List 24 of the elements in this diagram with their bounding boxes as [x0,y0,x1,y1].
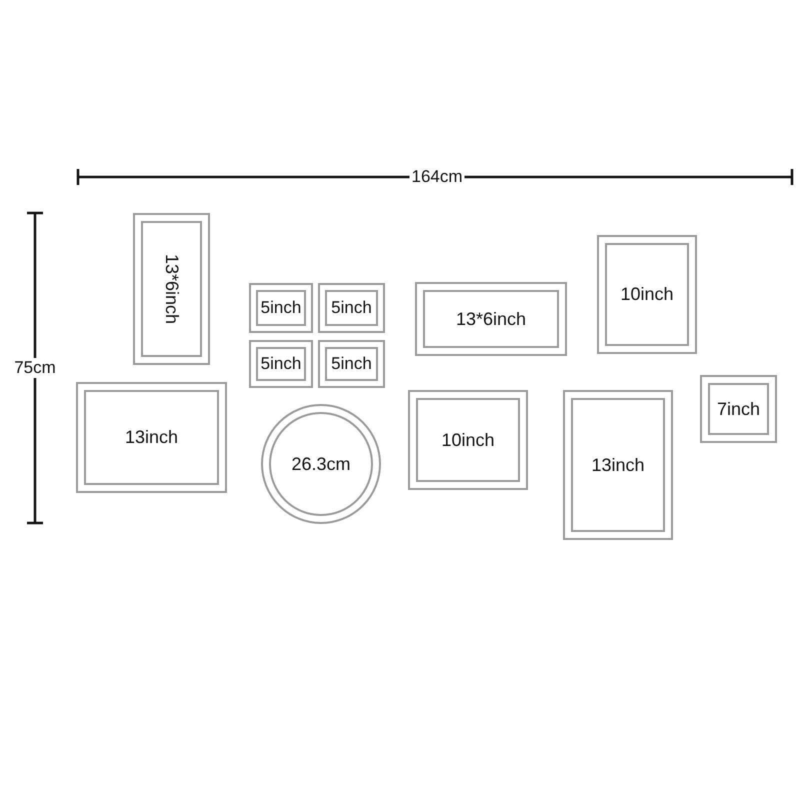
size-label: 5inch [331,354,372,374]
picture-frame [249,340,313,388]
size-label: 5inch [260,354,302,374]
picture-frame [318,283,385,333]
picture-frame [133,213,210,365]
size-label: 5inch [260,298,302,318]
size-label: 26.3cm [291,454,351,474]
size-label: 5inch [331,298,372,318]
picture-frame [700,375,777,443]
size-label: 7inch [716,398,760,420]
picture-frame [597,235,697,354]
size-label: 10inch [441,430,495,450]
size-label: 10inch [620,284,674,305]
picture-frame [563,390,673,540]
picture-frame [76,382,227,493]
picture-frame [415,282,567,356]
picture-frame [249,283,313,333]
dimension-label: 75cm [12,358,58,378]
size-label: 13*6inch [456,308,526,330]
size-label: 13inch [124,427,178,448]
size-label: 13inch [591,454,645,476]
size-label: 13*6inch [161,254,182,324]
picture-frame [318,340,385,388]
picture-frame [408,390,528,490]
